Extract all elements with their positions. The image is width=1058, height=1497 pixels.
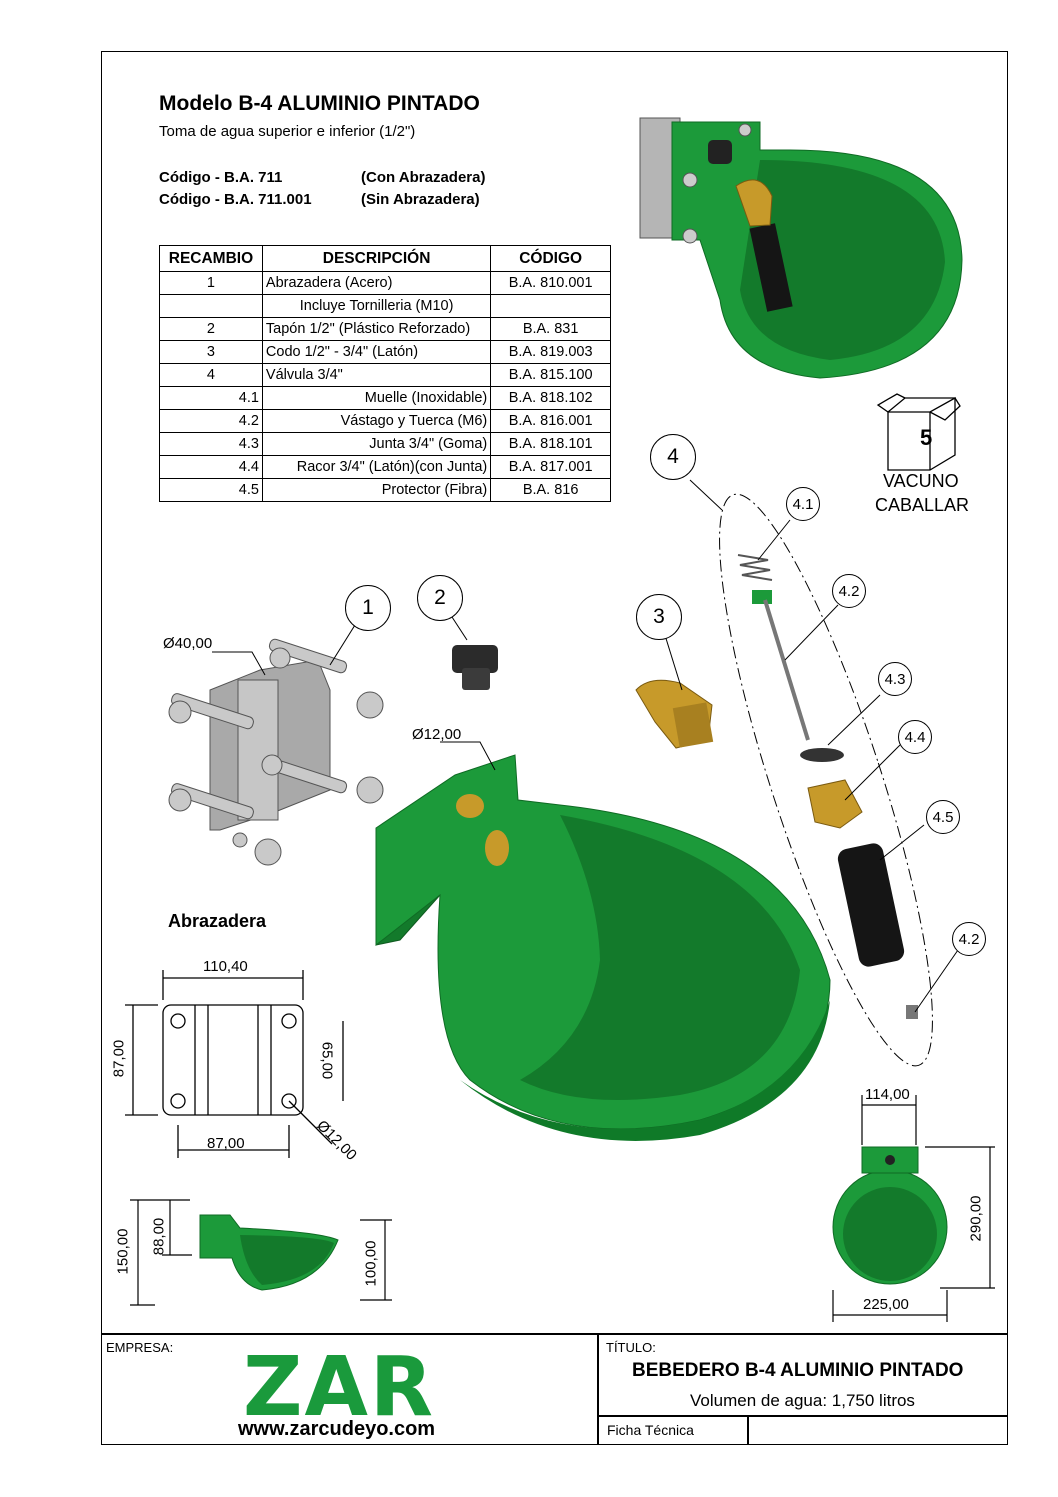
callout-4-5: 4.5 [926,800,960,834]
cell-codigo: B.A. 816.001 [490,409,611,433]
empresa-label: EMPRESA: [106,1340,174,1355]
page-title: Modelo B-4 ALUMINIO PINTADO [159,92,480,115]
drawing-title: BEBEDERO B-4 ALUMINIO PINTADO [632,1360,964,1381]
cell-descripcion: Tapón 1/2" (Plástico Reforzado) [261,317,492,341]
dim-side-upper-height: 88,00 [150,1217,168,1256]
ficha-label: Ficha Técnica [607,1422,694,1438]
parts-table: RECAMBIO DESCRIPCIÓN CÓDIGO 1 Abrazadera… [159,245,611,502]
cell-descripcion: Incluye Tornilleria (M10) [261,294,492,318]
company-url[interactable]: www.zarcudeyo.com [238,1418,436,1440]
box-number: 5 [920,425,933,450]
code-1: Código - B.A. 711 [159,169,283,186]
clamp-illustration [168,638,384,866]
cell-recambio: 4.5 [159,478,263,502]
valve-exploded-view [719,493,933,1067]
drawing-frame [101,51,1008,1445]
dim-front-width: 225,00 [863,1296,909,1313]
header-recambio: RECAMBIO [159,245,263,272]
cell-descripcion: Válvula 3/4" [261,363,492,387]
clamp-label: Abrazadera [168,911,267,931]
callout-4-1: 4.1 [786,487,820,521]
cell-codigo: B.A. 815.100 [490,363,611,387]
dim-top-width: 114,00 [865,1086,910,1103]
cell-descripcion: Muelle (Inoxidable) [261,386,492,410]
code-2-note: (Sin Abrazadera) [361,191,480,208]
header-codigo: CÓDIGO [490,245,611,272]
footer-cell-divider [747,1415,749,1445]
dim-hole-spacing-h: 87,00 [207,1135,245,1152]
side-view-drawing [130,1199,392,1306]
table-row: 4.2 Vástago y Tuerca (M6) B.A. 816.001 [159,409,611,433]
dim-plate-height: 87,00 [110,1039,128,1078]
code-2: Código - B.A. 711.001 [159,191,312,208]
company-logo: ZAR [243,1340,436,1435]
dim-side-bowl-height: 100,00 [362,1240,380,1287]
titulo-label: TÍTULO: [606,1340,656,1355]
code-1-note: (Con Abrazadera) [361,169,486,186]
callout-4: 4 [650,434,696,480]
table-row: 4.3 Junta 3/4" (Goma) B.A. 818.101 [159,432,611,456]
assembled-bowl-illustration [639,117,963,379]
page-subtitle: Toma de agua superior e inferior (1/2") [159,123,416,140]
leader-lines [212,479,959,1013]
front-view-drawing [832,1095,995,1322]
cell-descripcion: Vástago y Tuerca (M6) [261,409,492,433]
cell-codigo [490,294,611,318]
callout-4-3: 4.3 [878,662,912,696]
callout-4-2: 4.2 [832,574,866,608]
cell-codigo: B.A. 818.101 [490,432,611,456]
table-row: 3 Codo 1/2" - 3/4" (Latón) B.A. 819.003 [159,340,611,364]
callout-2: 2 [417,575,463,621]
footer-divider [101,1333,1008,1335]
footer-vertical-divider [597,1333,599,1445]
dim-inlet-diameter: Ø12,00 [412,726,462,743]
dim-clamp-diameter: Ø40,00 [163,635,213,652]
cap-plug-illustration [452,645,498,690]
cell-descripcion: Protector (Fibra) [261,478,492,502]
cell-recambio: 4.1 [159,386,263,410]
callout-4-2-nut: 4.2 [952,922,986,956]
dim-side-total-height: 150,00 [114,1228,132,1275]
bowl-illustration [375,754,831,1141]
cell-descripcion: Abrazadera (Acero) [261,271,492,295]
cell-codigo: B.A. 816 [490,478,611,502]
water-volume: Volumen de agua: 1,750 litros [690,1391,915,1410]
footer-row-divider [597,1415,1008,1417]
package-box-icon [876,393,961,471]
table-row: 2 Tapón 1/2" (Plástico Reforzado) B.A. 8… [159,317,611,341]
cell-descripcion: Junta 3/4" (Goma) [261,432,492,456]
dim-plate-width: 110,40 [203,958,248,975]
callout-3: 3 [636,594,682,640]
table-row: 4.5 Protector (Fibra) B.A. 816 [159,478,611,502]
cell-recambio: 3 [159,340,263,364]
dim-front-height: 290,00 [967,1195,985,1242]
callout-1: 1 [345,585,391,631]
clamp-plate-drawing [125,970,344,1158]
cell-descripcion: Racor 3/4" (Latón)(con Junta) [261,455,492,479]
dim-hole-spacing-v: 65,00 [318,1041,336,1080]
callout-4-4: 4.4 [898,720,932,754]
box-label-vacuno: VACUNO [883,471,959,491]
elbow-illustration [635,679,714,749]
box-label-caballar: CABALLAR [875,495,970,515]
table-header-row: RECAMBIO DESCRIPCIÓN CÓDIGO [159,245,611,272]
